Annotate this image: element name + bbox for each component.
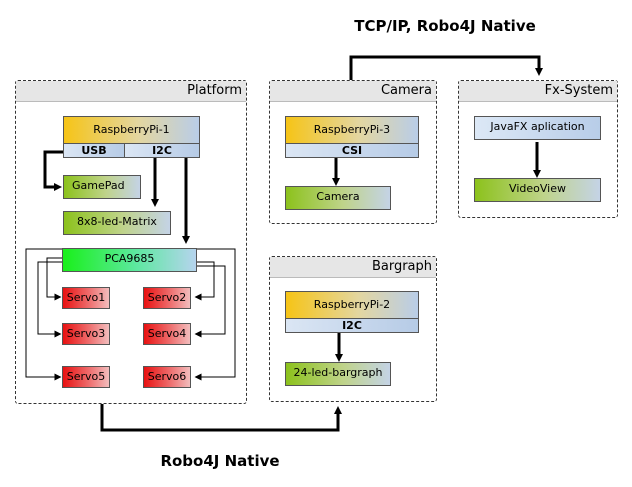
csi-interface: CSI bbox=[285, 143, 419, 158]
top-connection-label: TCP/IP, Robo4J Native bbox=[354, 17, 536, 35]
led-bargraph-node: 24-led-bargraph bbox=[285, 362, 391, 386]
platform-title: Platform bbox=[16, 81, 246, 102]
servo3-node: Servo3 bbox=[62, 323, 110, 345]
servo6-node: Servo6 bbox=[143, 366, 191, 388]
led-matrix-node: 8x8-led-Matrix bbox=[63, 211, 171, 235]
fx-system-title: Fx-System bbox=[459, 81, 617, 102]
servo5-node: Servo5 bbox=[62, 366, 110, 388]
bargraph-title: Bargraph bbox=[270, 257, 436, 278]
javafx-application-node: JavaFX aplication bbox=[474, 116, 601, 140]
usb-interface: USB bbox=[63, 143, 125, 158]
camera-title: Camera bbox=[270, 81, 436, 102]
i2c-interface-2: I2C bbox=[285, 318, 419, 333]
servo1-node: Servo1 bbox=[62, 287, 110, 309]
raspberrypi-1-node: RaspberryPi-1 bbox=[63, 116, 200, 144]
servo2-node: Servo2 bbox=[143, 287, 191, 309]
gamepad-node: GamePad bbox=[63, 175, 141, 199]
raspberrypi-2-node: RaspberryPi-2 bbox=[285, 291, 419, 319]
bottom-connection-label: Robo4J Native bbox=[160, 452, 280, 470]
servo4-node: Servo4 bbox=[143, 323, 191, 345]
camera-node: Camera bbox=[285, 186, 391, 210]
pca9685-node: PCA9685 bbox=[62, 248, 197, 272]
videoview-node: VideoView bbox=[474, 178, 601, 202]
raspberrypi-3-node: RaspberryPi-3 bbox=[285, 116, 419, 144]
i2c-interface-1: I2C bbox=[124, 143, 200, 158]
